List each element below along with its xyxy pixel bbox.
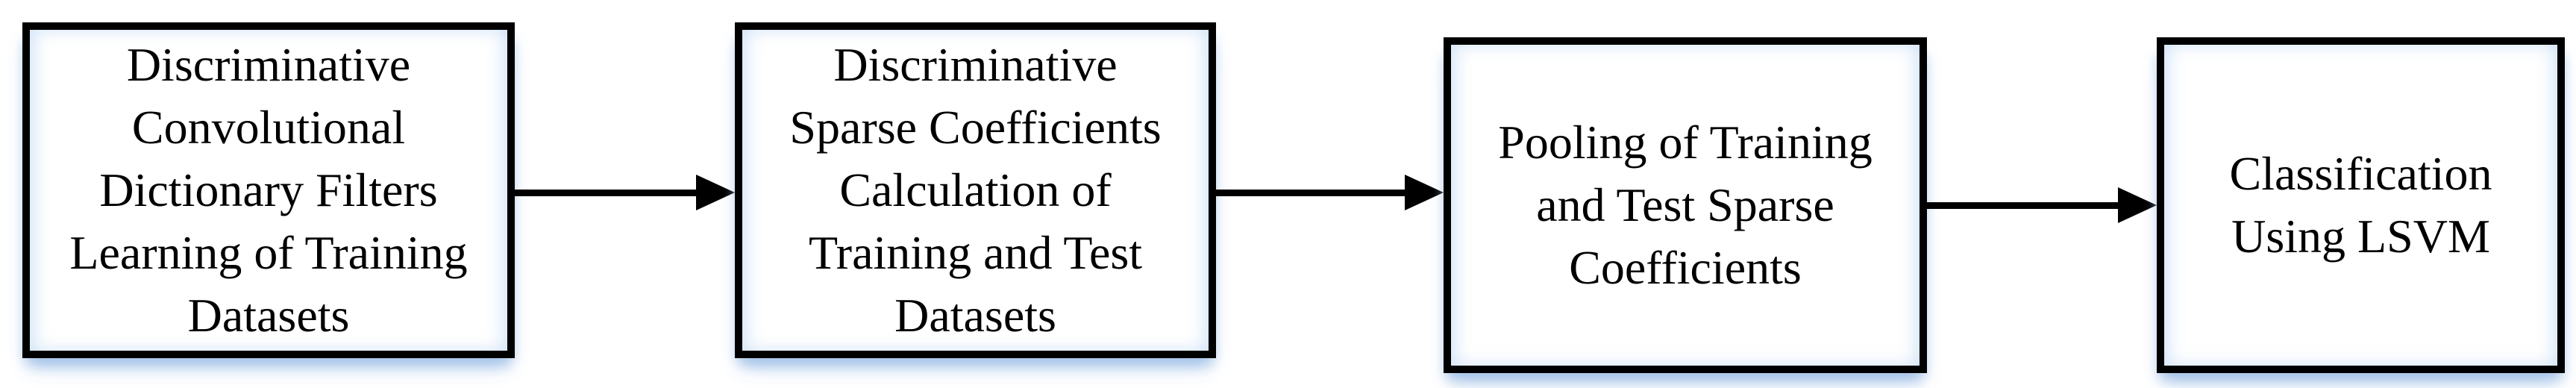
flow-box-label: Pooling of Training and Test Sparse Coef… [1498, 116, 1873, 294]
arrow-head-icon [2118, 187, 2157, 223]
flow-box-pooling: Pooling of Training and Test Sparse Coef… [1444, 37, 1927, 373]
flow-arrow-3 [1927, 187, 2157, 223]
flow-arrow-2 [1216, 175, 1444, 210]
arrow-head-icon [1405, 175, 1444, 210]
flow-box-dictionary-learning: Discriminative Convolutional Dictionary … [22, 22, 515, 358]
flow-box-label: Classification Using LSVM [2229, 147, 2492, 263]
flow-box-sparse-coefficients-calculation: Discriminative Sparse Coefficients Calcu… [735, 22, 1216, 358]
flow-box-label: Discriminative Sparse Coefficients Calcu… [789, 38, 1162, 342]
arrow-shaft [1216, 189, 1405, 196]
arrow-shaft [1927, 201, 2118, 209]
flow-box-classification: Classification Using LSVM [2157, 37, 2565, 373]
flow-arrow-1 [515, 175, 735, 210]
arrow-head-icon [696, 175, 735, 210]
arrow-shaft [515, 189, 696, 196]
flow-box-label: Discriminative Convolutional Dictionary … [69, 38, 468, 342]
